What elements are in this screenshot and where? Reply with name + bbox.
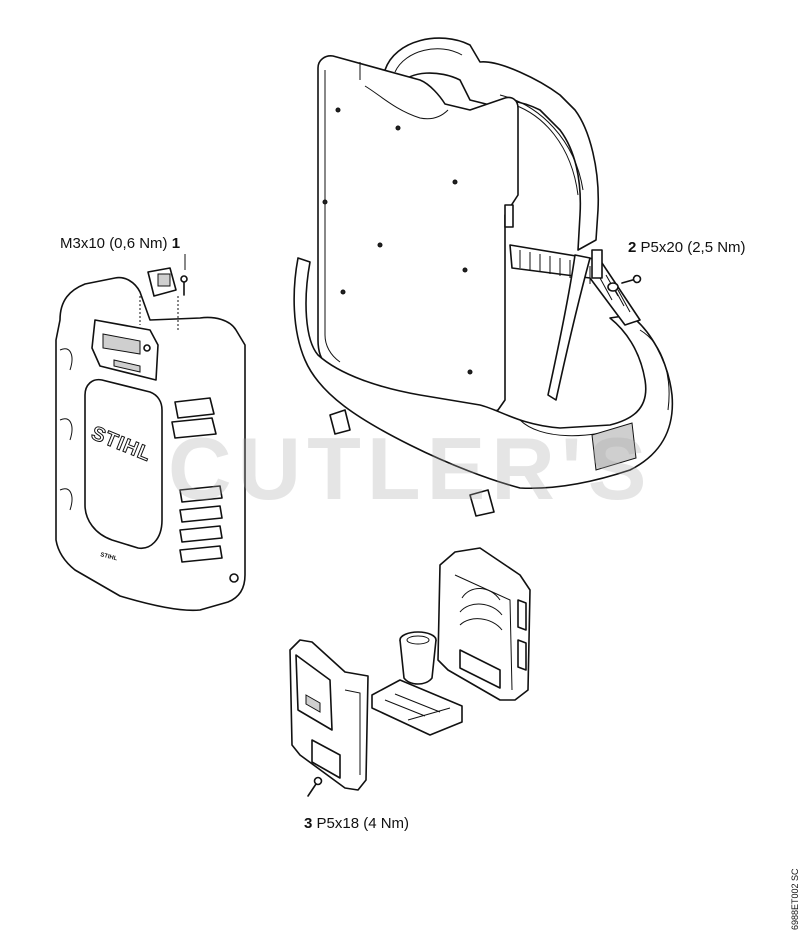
callout-2: 2 P5x20 (2,5 Nm)	[628, 239, 746, 256]
strap-buckle	[591, 249, 603, 279]
mounting-plate	[371, 679, 463, 736]
hip-belt	[293, 257, 674, 490]
screw-1	[180, 275, 188, 296]
figure-id: 6988ET002 SC	[790, 868, 800, 930]
charge-indicator	[102, 333, 141, 355]
battery-side-ribs	[171, 397, 223, 563]
callout-1-spec: M3x10 (0,6 Nm)	[60, 235, 168, 252]
battery-pack: STIHL STIHL	[55, 267, 246, 612]
callout-1-number: 1	[171, 235, 181, 252]
belt-label-patch	[591, 422, 637, 471]
screw-2	[607, 274, 642, 292]
shoulder-strap-loop	[384, 37, 600, 251]
backpack-harness	[293, 37, 674, 517]
round-connector	[399, 631, 437, 685]
callout-2-number: 2	[628, 239, 637, 256]
plate-screw-holes	[322, 107, 473, 375]
callout-3: 3 P5x18 (4 Nm)	[304, 815, 409, 832]
callout-3-spec: P5x18 (4 Nm)	[316, 815, 410, 832]
back-plate	[317, 55, 519, 414]
strap-clip	[504, 204, 514, 228]
screw-3	[307, 776, 323, 797]
callout-3-number: 3	[304, 815, 313, 832]
bottom-tab-left	[329, 409, 351, 435]
callout-1: M3x10 (0,6 Nm) 1	[60, 235, 180, 252]
holder-assembly	[289, 547, 531, 797]
battery-front-panel	[84, 378, 163, 549]
callout-2-spec: P5x20 (2,5 Nm)	[640, 239, 746, 256]
connector-module	[139, 267, 179, 330]
bottom-tab-right	[469, 489, 495, 517]
watermark: CUTLER'S	[168, 419, 653, 518]
battery-small-label: STIHL	[99, 552, 118, 562]
washer	[607, 282, 619, 292]
